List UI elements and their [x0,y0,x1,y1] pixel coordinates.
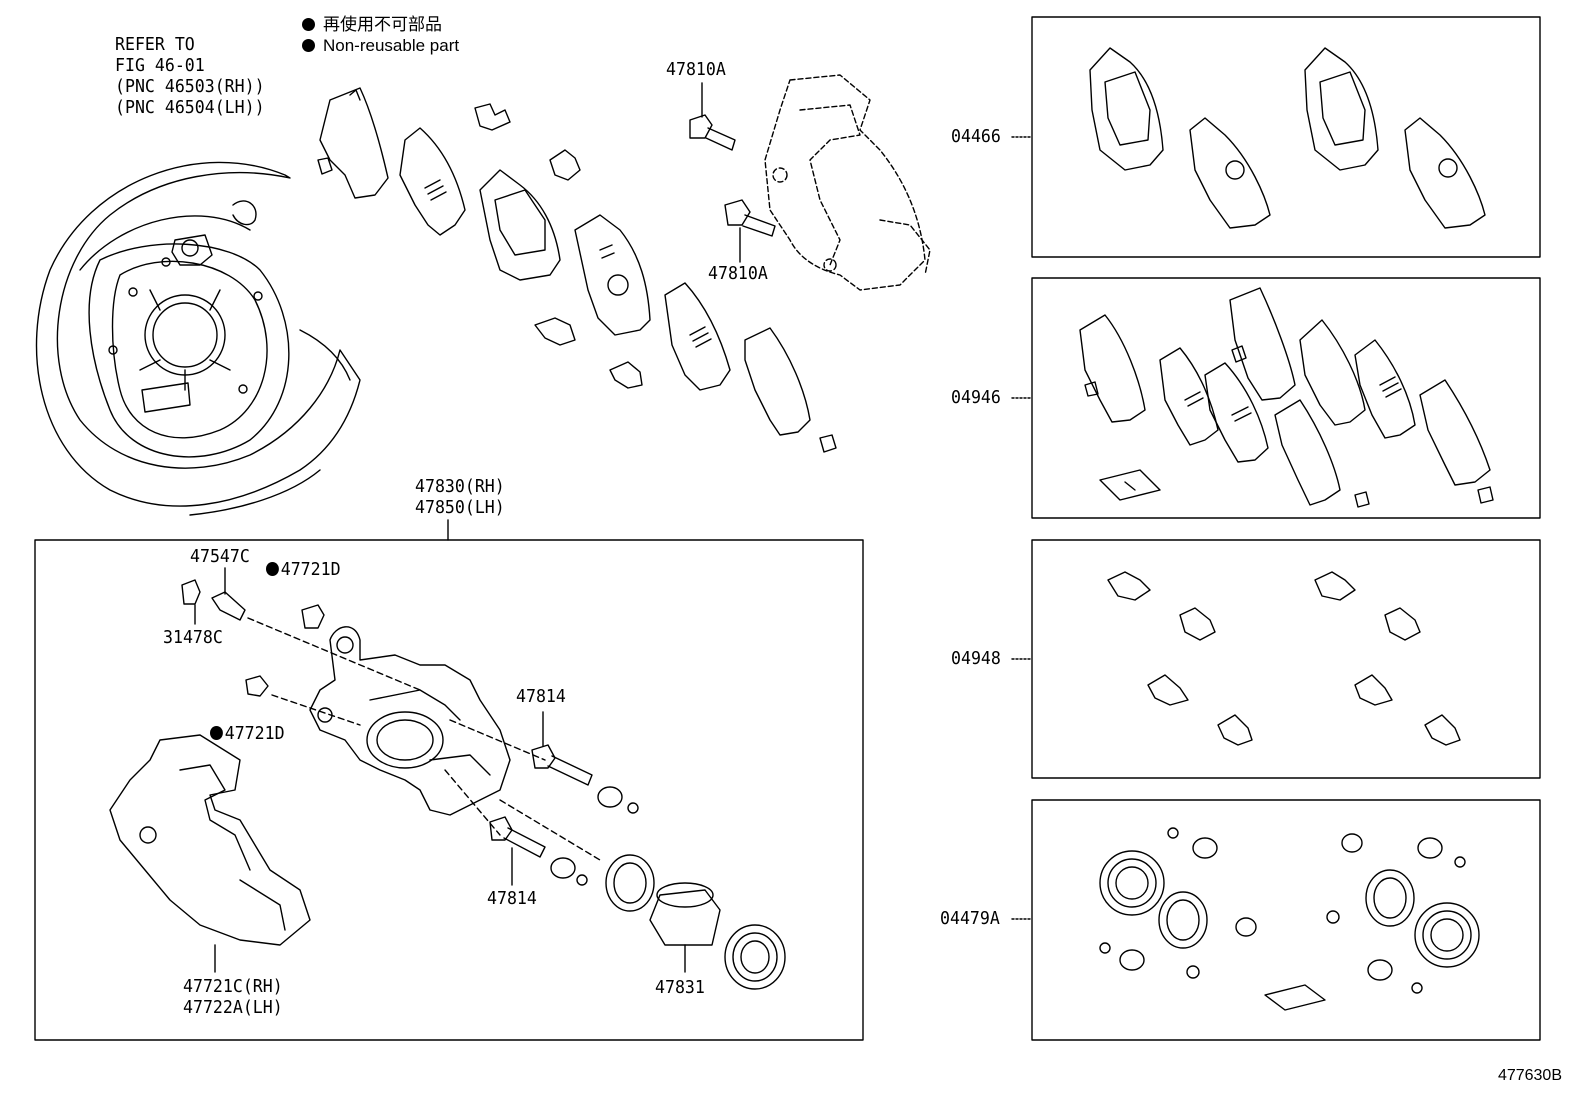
kit-leaders [1011,136,1033,920]
part-label-47721d-lower-text: 47721D [224,723,285,744]
part-label-04946[interactable]: 04946 [951,387,1001,408]
part-label-47850[interactable]: 47850(LH) [415,497,505,518]
refer-line-4: (PNC 46504(LH)) [115,97,265,118]
part-label-47831[interactable]: 47831 [655,977,705,998]
part-label-47722a[interactable]: 47722A(LH) [183,997,283,1018]
upper-bolts-drawing [689,82,776,263]
part-label-31478c[interactable]: 31478C [163,627,223,648]
part-label-47721d-lower[interactable]: 47721D [210,724,285,744]
caliper-drawing [109,567,786,990]
part-label-47810a-upper[interactable]: 47810A [666,59,726,80]
pad-kit-drawing [1089,47,1486,229]
non-reusable-dot-icon [302,39,315,52]
upper-mounting-drawing [764,74,931,291]
shim-kit-drawing [1079,287,1494,508]
non-reusable-dot-icon [210,726,223,740]
refer-line-1: REFER TO [115,34,195,55]
legend-en-text: Non-reusable part [323,36,460,55]
non-reusable-dot-icon [302,18,315,31]
part-label-04948[interactable]: 04948 [951,648,1001,669]
legend-jp-text: 再使用不可部品 [323,15,442,34]
dust-shield-drawing [35,161,361,516]
part-label-04479a[interactable]: 04479A [940,908,1000,929]
refer-line-3: (PNC 46503(RH)) [115,76,265,97]
seal-kit-drawing [1099,827,1480,1011]
part-label-47830[interactable]: 47830(RH) [415,476,505,497]
non-reusable-dot-icon [266,562,279,576]
shim-kit-box [1031,277,1541,519]
part-label-47810a-lower[interactable]: 47810A [708,263,768,284]
seal-kit-box [1031,799,1541,1041]
clip-kit-box [1031,539,1541,779]
part-label-47721d-upper[interactable]: 47721D [266,560,341,580]
part-label-04466[interactable]: 04466 [951,126,1001,147]
part-label-47721c[interactable]: 47721C(RH) [183,976,283,997]
pad-kit-box [1031,16,1541,258]
upper-pad-parts-drawing [317,87,837,453]
part-label-47814-lower[interactable]: 47814 [487,888,537,909]
legend-en: Non-reusable part [302,36,459,56]
part-label-47814-upper[interactable]: 47814 [516,686,566,707]
caliper-assembly-box [34,539,864,1041]
clip-kit-drawing [1107,571,1461,746]
legend-jp: 再使用不可部品 [302,10,442,35]
refer-line-2: FIG 46-01 [115,55,205,76]
figure-id: 477630B [1497,1067,1562,1084]
part-label-47721d-upper-text: 47721D [280,559,341,580]
part-label-47547c[interactable]: 47547C [190,546,250,567]
